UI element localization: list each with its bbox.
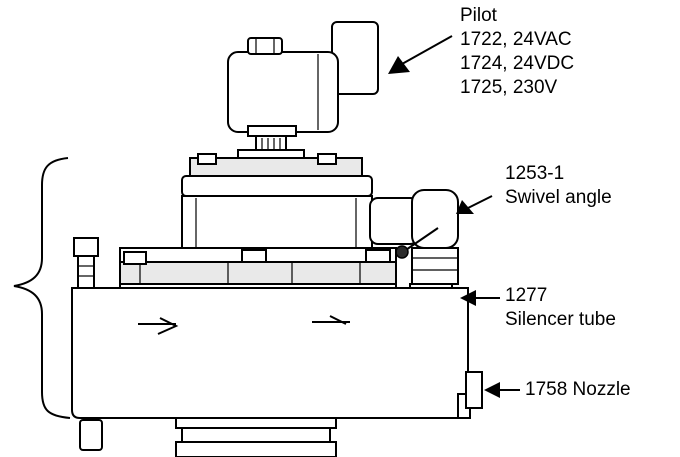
label-pilot-1725: 1725, 230V — [460, 77, 558, 98]
valve-body — [71, 287, 469, 419]
plate-and-bolts — [73, 237, 397, 289]
label-swivel-code: 1253-1 — [505, 163, 565, 184]
bottom-fittings — [79, 417, 337, 457]
bonnet — [181, 153, 373, 251]
solenoid-coil — [227, 21, 379, 159]
label-silencer-name: Silencer tube — [505, 309, 616, 330]
arrow-silencer — [460, 290, 476, 306]
leader-arrows — [388, 35, 520, 398]
label-pilot: Pilot 1722, 24VAC 1724, 24VDC 1725, 230V — [460, 4, 574, 100]
arrow-swivel — [456, 200, 474, 214]
label-pilot-1724: 1724, 24VDC — [460, 53, 575, 74]
label-silencer-code: 1277 — [505, 285, 548, 306]
arrow-nozzle — [484, 382, 500, 398]
left-brace — [13, 157, 71, 419]
nozzle — [457, 371, 483, 419]
label-pilot-title: Pilot — [460, 5, 497, 26]
swivel-angle-fitting — [369, 189, 459, 285]
label-swivel-name: Swivel angle — [505, 187, 612, 208]
label-silencer-tube: 1277 Silencer tube — [505, 284, 616, 332]
label-nozzle-text: 1758 Nozzle — [525, 379, 631, 400]
label-swivel-angle: 1253-1 Swivel angle — [505, 162, 612, 210]
label-pilot-1722: 1722, 24VAC — [460, 29, 572, 50]
label-nozzle: 1758 Nozzle — [525, 378, 631, 402]
arrow-pilot — [388, 56, 410, 74]
